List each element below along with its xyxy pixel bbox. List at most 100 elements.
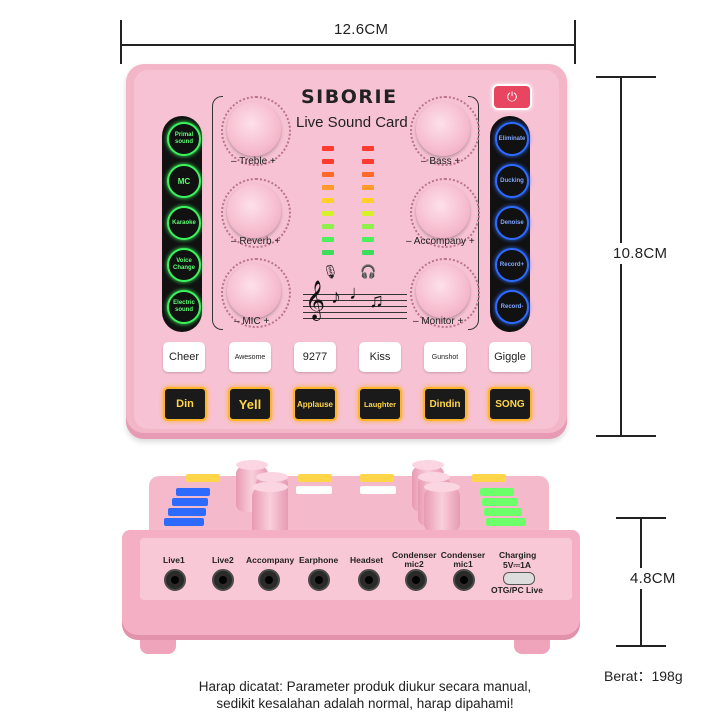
height-dimension-tick-top xyxy=(596,76,656,78)
mic-label: – MIC + xyxy=(234,316,270,327)
sfx-button-song[interactable]: SONG xyxy=(488,387,532,421)
usb-c-port[interactable] xyxy=(503,572,535,585)
meter-led xyxy=(362,172,374,177)
product-name: Live Sound Card xyxy=(296,114,408,131)
disclaimer-line-2: sedikit kesalahan adalah normal, harap d… xyxy=(216,696,514,711)
amber-key xyxy=(360,474,394,482)
function-button-denoise[interactable]: Denoise xyxy=(495,206,529,240)
treble-knob[interactable] xyxy=(221,96,291,166)
blue-key xyxy=(168,508,206,516)
sfx-button-kiss[interactable]: Kiss xyxy=(359,342,401,372)
knob-cylinder-top xyxy=(236,460,268,470)
function-button-ducking[interactable]: Ducking xyxy=(495,164,529,198)
mic-knob[interactable] xyxy=(221,258,291,328)
port-label-live1: Live1 xyxy=(163,555,185,565)
brand-logo: SIBORIE xyxy=(301,86,398,108)
port-label-condenser-mic1: Condenser mic1 xyxy=(440,550,486,569)
blue-key xyxy=(176,488,210,496)
knob-cylinder xyxy=(424,488,460,532)
reverb-knob[interactable] xyxy=(221,178,291,248)
sfx-button-applause[interactable]: Applause xyxy=(293,387,337,421)
disclaimer-note: Harap dicatat: Parameter produk diukur s… xyxy=(175,678,555,712)
meter-led xyxy=(362,211,374,216)
green-key xyxy=(486,518,526,526)
accompany-knob[interactable] xyxy=(410,178,480,248)
device-foot xyxy=(514,640,550,654)
meter-led xyxy=(362,159,374,164)
audio-jack-condenser-mic1[interactable] xyxy=(453,569,475,591)
sfx-button-gunshot[interactable]: Gunshot xyxy=(424,342,466,372)
height-dimension-label: 10.8CM xyxy=(613,243,668,264)
meter-led xyxy=(362,185,374,190)
meter-led xyxy=(322,224,334,229)
sfx-button-9277[interactable]: 9277 xyxy=(294,342,336,372)
meter-led xyxy=(322,159,334,164)
meter-led xyxy=(362,146,374,151)
mode-button-mc[interactable]: MC xyxy=(167,164,201,198)
function-button-eliminate[interactable]: Eliminate xyxy=(495,122,529,156)
port-label-otg: OTG/PC Live xyxy=(491,585,543,595)
mode-button-electric-sound[interactable]: Electric sound xyxy=(167,290,201,324)
audio-jack-accompany[interactable] xyxy=(258,569,280,591)
green-key xyxy=(480,488,514,496)
amber-key xyxy=(186,474,220,482)
music-note-icon: ♫ xyxy=(369,290,384,312)
depth-dimension-tick-bottom xyxy=(616,645,666,647)
sound-card-face xyxy=(134,70,559,429)
sfx-button-laughter[interactable]: Laughter xyxy=(358,387,402,421)
green-key xyxy=(484,508,522,516)
mode-button-voice-change[interactable]: Voice Change xyxy=(167,248,201,282)
function-button-panel: Eliminate Ducking Denoise Record+ Record… xyxy=(490,116,530,332)
audio-jack-live2[interactable] xyxy=(212,569,234,591)
audio-jack-condenser-mic2[interactable] xyxy=(405,569,427,591)
meter-led xyxy=(322,146,334,151)
green-key xyxy=(482,498,518,506)
knob-cylinder-top xyxy=(252,482,288,492)
meter-led xyxy=(322,172,334,177)
width-dimension-tick-right xyxy=(574,20,576,64)
port-label-earphone: Earphone xyxy=(299,555,339,565)
depth-dimension-label: 4.8CM xyxy=(630,568,676,589)
device-foot xyxy=(140,640,176,654)
audio-jack-earphone[interactable] xyxy=(308,569,330,591)
mode-button-panel: Primal sound MC Karaoke Voice Change Ele… xyxy=(162,116,202,332)
port-strip xyxy=(140,538,572,600)
reverb-label: – Reverb + xyxy=(231,236,281,247)
sfx-button-din[interactable]: Din xyxy=(163,387,207,421)
audio-jack-live1[interactable] xyxy=(164,569,186,591)
meter-led xyxy=(322,250,334,255)
music-note-icon: ♪ xyxy=(331,286,341,308)
port-label-live2: Live2 xyxy=(212,555,234,565)
function-button-record-minus[interactable]: Record- xyxy=(495,290,529,324)
meter-led xyxy=(362,237,374,242)
depth-dimension-tick-top xyxy=(616,517,666,519)
sfx-button-yell[interactable]: Yell xyxy=(228,387,272,421)
white-key xyxy=(360,486,396,494)
function-button-record-plus[interactable]: Record+ xyxy=(495,248,529,282)
power-button[interactable]: ⏻ xyxy=(492,84,532,110)
sfx-button-giggle[interactable]: Giggle xyxy=(489,342,531,372)
accompany-label: – Accompany + xyxy=(406,236,475,247)
amber-key xyxy=(298,474,332,482)
white-key xyxy=(296,486,332,494)
sfx-button-awesome[interactable]: Awesome xyxy=(229,342,271,372)
music-notes-decoration: 𝄞 ♪ ♩ ♫ xyxy=(303,281,407,322)
sfx-button-cheer[interactable]: Cheer xyxy=(163,342,205,372)
meter-led xyxy=(362,250,374,255)
mode-button-primal-sound[interactable]: Primal sound xyxy=(167,122,201,156)
treble-clef-icon: 𝄞 xyxy=(305,281,326,319)
bass-label: – Bass + xyxy=(421,156,461,167)
monitor-label: – Monitor + xyxy=(413,316,464,327)
mode-button-karaoke[interactable]: Karaoke xyxy=(167,206,201,240)
monitor-knob[interactable] xyxy=(410,258,480,328)
bass-knob[interactable] xyxy=(410,96,480,166)
microphone-icon: 🎙 xyxy=(322,264,339,279)
knob-cylinder-top xyxy=(418,472,450,482)
audio-jack-headset[interactable] xyxy=(358,569,380,591)
knob-cylinder xyxy=(252,488,288,536)
blue-key xyxy=(172,498,208,506)
meter-led xyxy=(322,237,334,242)
meter-led xyxy=(362,224,374,229)
sfx-button-dindin[interactable]: Dindin xyxy=(423,387,467,421)
blue-key xyxy=(164,518,204,526)
